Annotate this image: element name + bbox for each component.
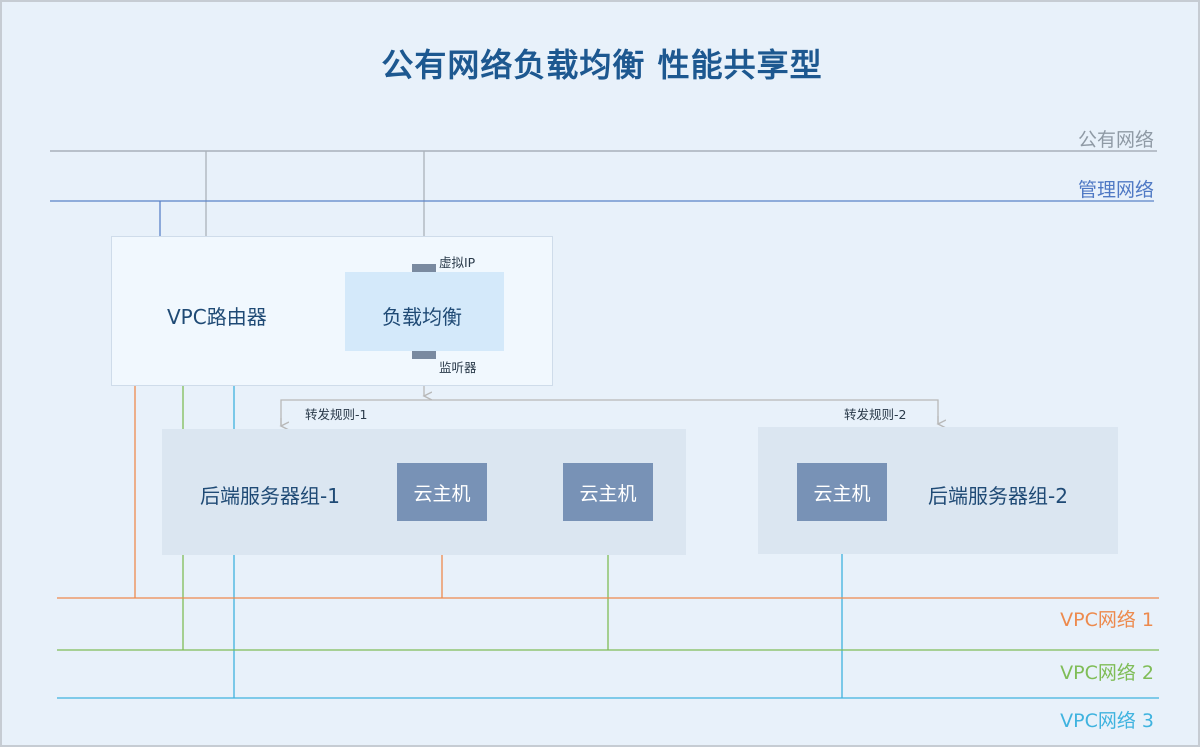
listener-port: [412, 351, 436, 359]
cloud-host-3: 云主机: [797, 463, 887, 521]
vpc3-network-label: VPC网络 3: [1060, 710, 1154, 732]
backend-group-2-label: 后端服务器组-2: [928, 484, 1068, 508]
vpc-router-label: VPC路由器: [167, 305, 267, 329]
virtual-ip-port: [412, 264, 436, 272]
cloud-host-1: 云主机: [397, 463, 487, 521]
cloud-host-2: 云主机: [563, 463, 653, 521]
vpc1-network-label: VPC网络 1: [1060, 609, 1154, 631]
rule-distribution-line: [280, 399, 939, 425]
vpc2-network-label: VPC网络 2: [1060, 662, 1154, 684]
rule-2-label: 转发规则-2: [844, 407, 907, 422]
listener-label: 监听器: [439, 360, 477, 375]
public-network-label: 公有网络: [1077, 129, 1154, 151]
management-network-label: 管理网络: [1077, 179, 1154, 201]
load-balancer-label: 负载均衡: [382, 305, 462, 329]
backend-group-1-label: 后端服务器组-1: [200, 484, 340, 508]
rule-1-label: 转发规则-1: [305, 407, 368, 422]
virtual-ip-label: 虚拟IP: [439, 255, 476, 270]
diagram-title: 公有网络负载均衡 性能共享型: [381, 46, 823, 84]
load-balancer: [345, 272, 504, 351]
